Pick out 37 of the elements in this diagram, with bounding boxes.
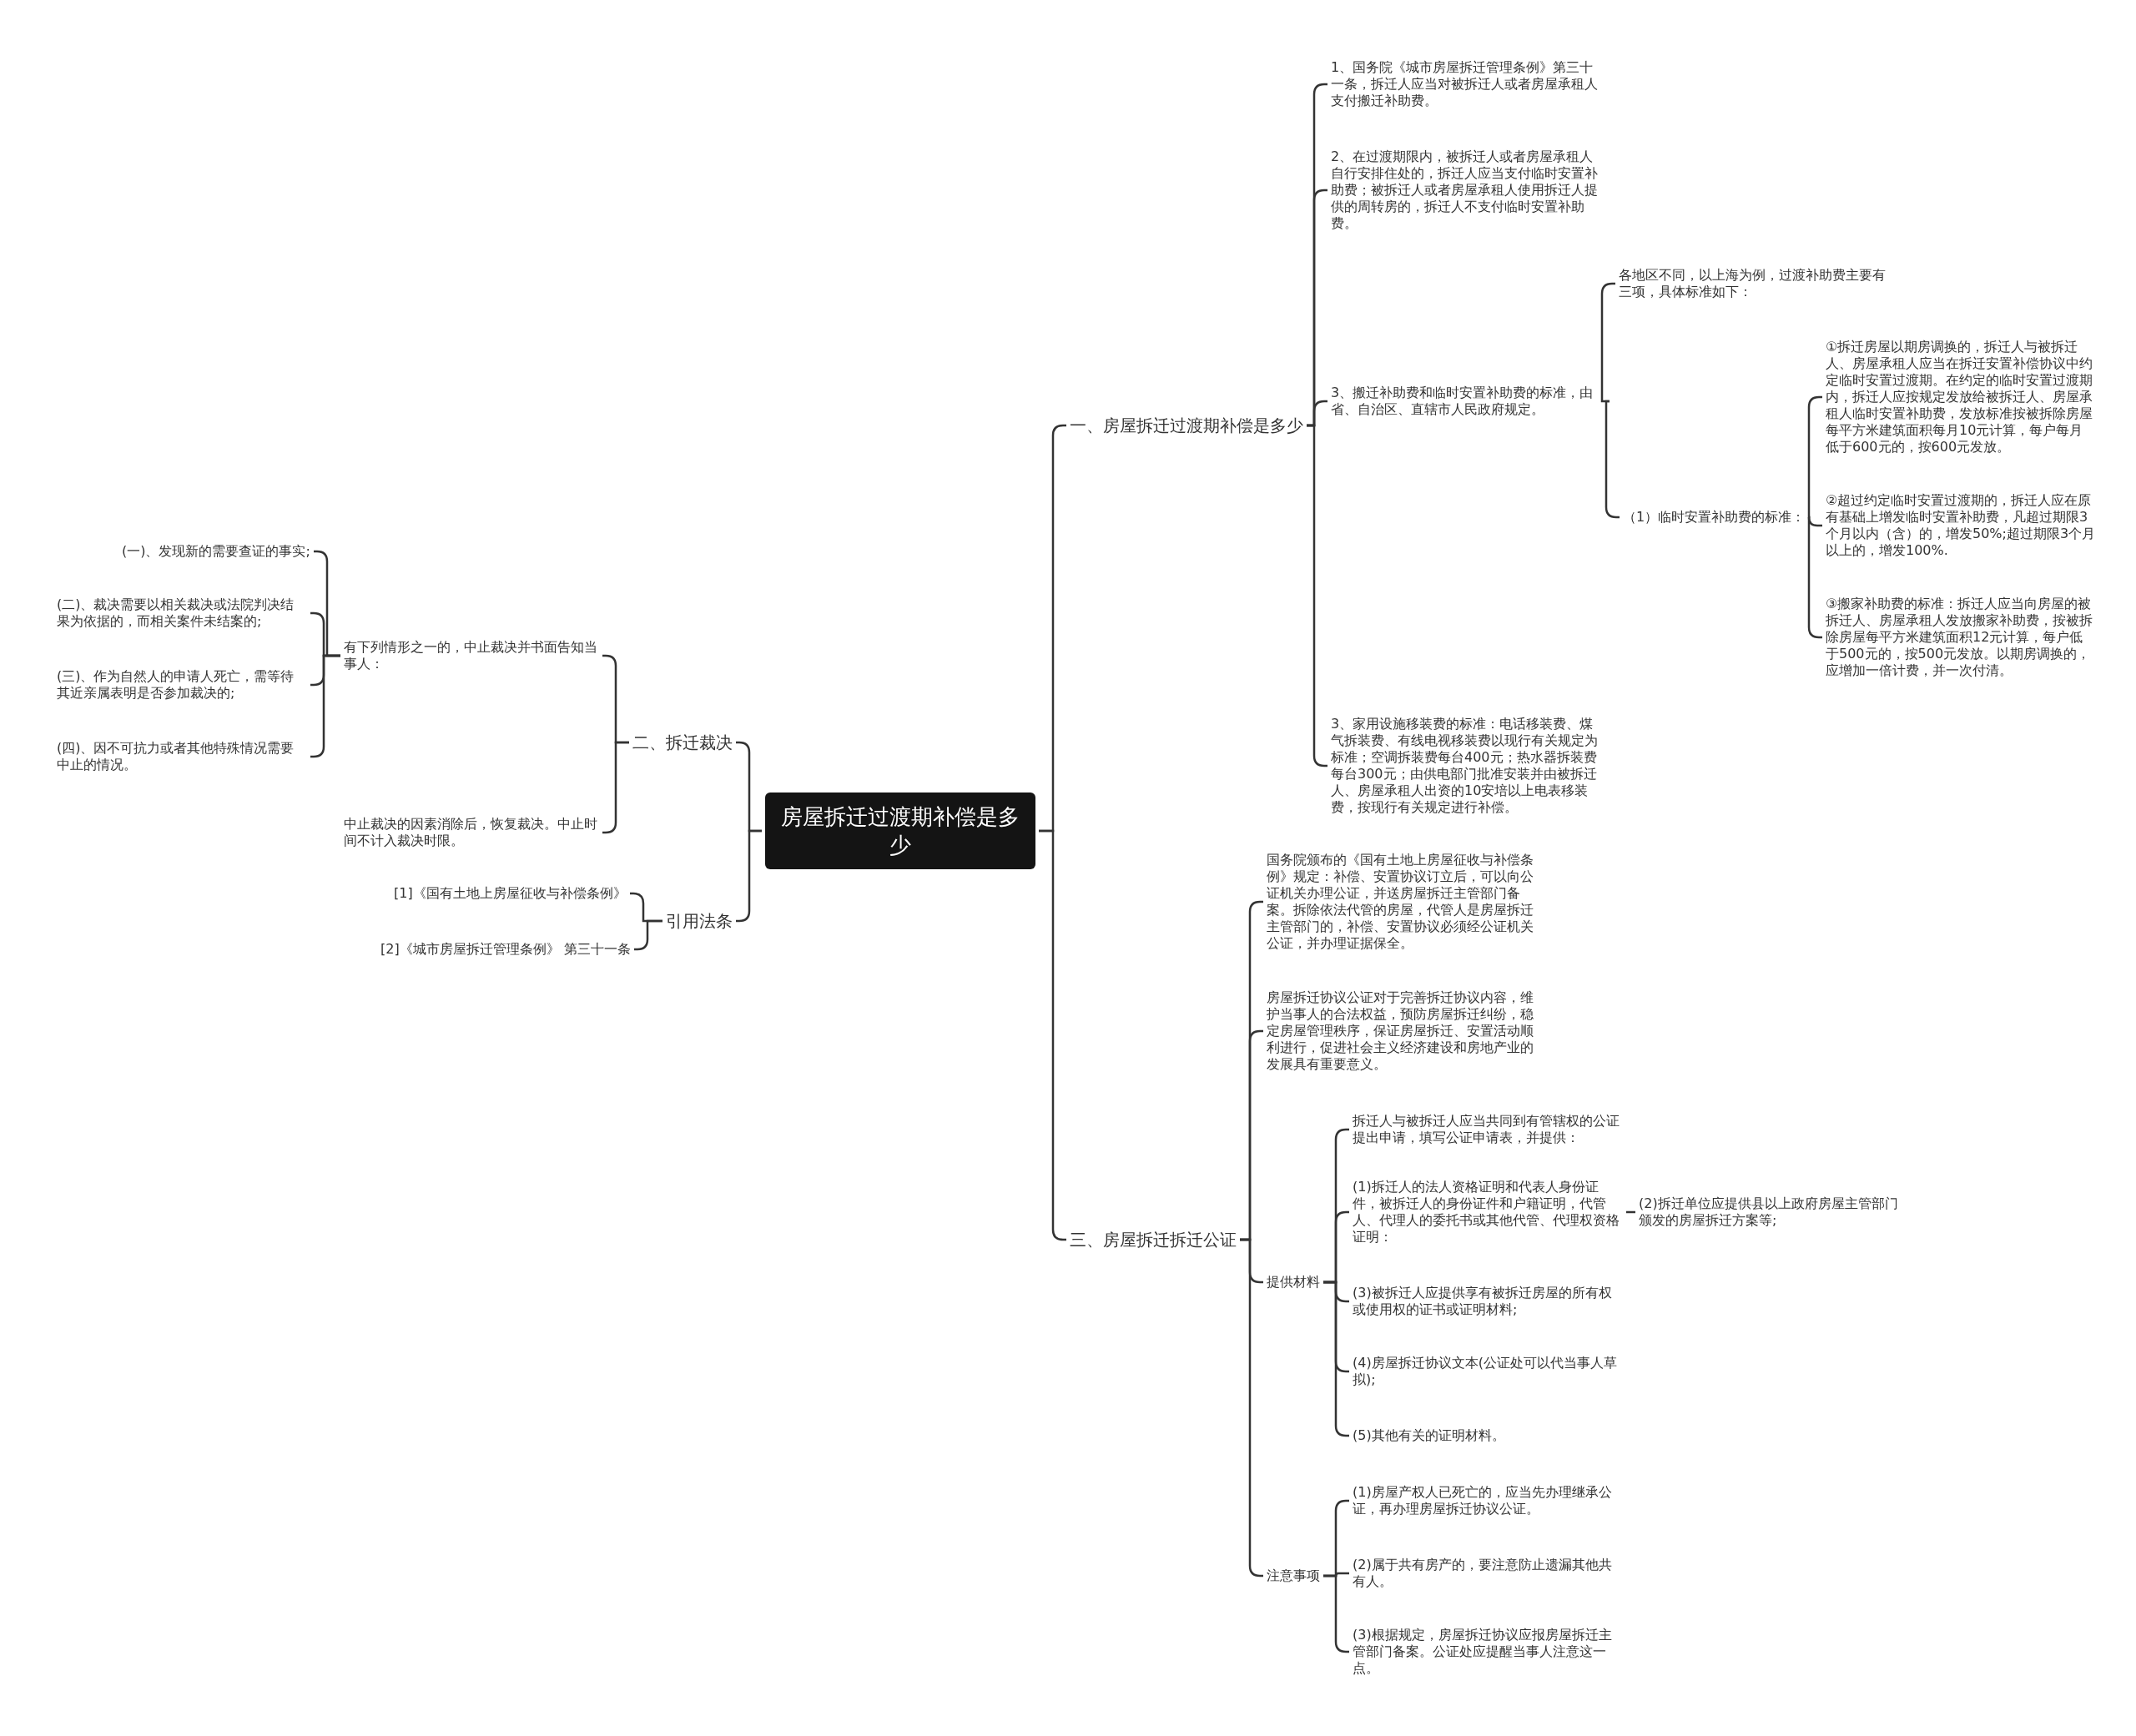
topic-text: (一)、发现新的需要查证的事实; [122,543,310,560]
topic-text: (4)房屋拆迁协议文本(公证处可以代当事人草拟); [1353,1355,1623,1388]
root-topic-box: 房屋拆迁过渡期补偿是多少 [765,793,1035,869]
topic-text: 注意事项 [1267,1567,1320,1584]
topic-text: (5)其他有关的证明材料。 [1353,1427,1505,1444]
topic-text: 有下列情形之一的，中止裁决并书面告知当事人： [344,639,599,672]
topic-text: (四)、因不可抗力或者其他特殊情况需要中止的情况。 [57,740,307,773]
topic-text: (3)根据规定，房屋拆迁协议应报房屋拆迁主管部门备案。公证处应提醒当事人注意这一点。 [1353,1627,1623,1677]
topic-text: （1）临时安置补助费的标准： [1623,509,1806,526]
branch-topic: 三、房屋拆迁拆迁公证 [1070,1229,1237,1250]
connector-line [634,919,662,951]
topic-text: (2)拆迁单位应提供县以上政府房屋主管部门颁发的房屋拆迁方案等; [1639,1195,1899,1229]
branch-topic: 二、拆迁裁决 [632,732,733,753]
topic-text: 提供材料 [1267,1274,1320,1291]
topic-text: [1]《国有土地上房屋征收与补偿条例》 [394,885,627,902]
topic-text: 中止裁决的因素消除后，恢复裁决。中止时间不计入裁决时限。 [344,816,599,849]
branch-topic: 一、房屋拆迁过渡期补偿是多少 [1070,415,1303,436]
topic-text: 2、在过渡期限内，被拆迁人或者房屋承租人自行安排住处的，拆迁人应当支付临时安置补助费；被拆迁人或者房屋承租人使用拆迁人提供的周转房的，拆迁人不支付临时安置补助费。 [1331,148,1606,232]
topic-text: 拆迁人与被拆迁人应当共同到有管辖权的公证提出申请，填写公证申请表，并提供： [1353,1113,1623,1146]
topic-text: (1)房屋产权人已死亡的，应当先办理继承公证，再办理房屋拆迁协议公证。 [1353,1484,1623,1517]
topic-text: ②超过约定临时安置过渡期的，拆迁人应在原有基础上增发临时安置补助费，凡超过期限3个月以内（含）的，增发50%;超过期限3个月以上的，增发100%. [1826,492,2096,559]
topic-text: 3、家用设施移装费的标准：电话移装费、煤气拆装费、有线电视移装费以现行有关规定为标准；空调拆装费每台400元；热水器拆装费每台300元；由供电部门批准安装并由被拆迁人、房屋承租人出资的10安培以上电表移装费，按现行有关规定进行补偿。 [1331,716,1606,816]
topic-text: ①拆迁房屋以期房调换的，拆迁人与被拆迁人、房屋承租人应当在拆迁安置补偿协议中约定临时安置过渡期。在约定的临时安置过渡期内，拆迁人应按规定发放给被拆迁人、房屋承租人临时安置补助费，发放标准按被拆除房屋每平方米建筑面积每月10元计算，每户每月低于600元的，按600元发放。 [1826,339,2096,455]
branch-topic: 引用法条 [666,910,733,932]
topic-text: 3、搬迁补助费和临时安置补助费的标准，由省、自治区、直辖市人民政府规定。 [1331,385,1606,418]
topic-text: 各地区不同，以上海为例，过渡补助费主要有三项，具体标准如下： [1619,267,1887,300]
topic-text: (2)属于共有房产的，要注意防止遗漏其他共有人。 [1353,1557,1623,1590]
topic-text: [2]《城市房屋拆迁管理条例》 第三十一条 [380,941,631,958]
topic-text: 1、国务院《城市房屋拆迁管理条例》第三十一条，拆迁人应当对被拆迁人或者房屋承租人支付搬迁补助费。 [1331,59,1606,109]
topic-text: (二)、裁决需要以相关裁决或法院判决结果为依据的，而相关案件未结案的; [57,596,307,630]
topic-text: 房屋拆迁协议公证对于完善拆迁协议内容，维护当事人的合法权益，预防房屋拆迁纠纷，稳定房屋管理秩序，保证房屋拆迁、安置活动顺利进行，促进社会主义经济建设和房地产业的发展具有重要意义。 [1267,989,1537,1073]
topic-text: (1)拆迁人的法人资格证明和代表人身份证件，被拆迁人的身份证件和户籍证明，代管人、代理人的委托书或其他代管、代理权资格证明： [1353,1179,1623,1245]
topic-text: (三)、作为自然人的申请人死亡，需等待其近亲属表明是否参加裁决的; [57,668,307,702]
topic-text: 国务院颁布的《国有土地上房屋征收与补偿条例》规定：补偿、安置协议订立后，可以向公证机关办理公证，并送房屋拆迁主管部门备案。拆除依法代管的房屋，代管人是房屋拆迁主管部门的，补偿、安置协议必须经公证机关公证，并办理证据保全。 [1267,852,1537,952]
topic-text: ③搬家补助费的标准：拆迁人应当向房屋的被拆迁人、房屋承租人发放搬家补助费，按被拆除房屋每平方米建筑面积12元计算，每户低于500元的，按500元发放。以期房调换的，应增加一倍计费，并一次付清。 [1826,596,2096,679]
topic-text: (3)被拆迁人应提供享有被拆迁房屋的所有权或使用权的证书或证明材料; [1353,1285,1623,1318]
connector-line [1626,1210,1635,1214]
